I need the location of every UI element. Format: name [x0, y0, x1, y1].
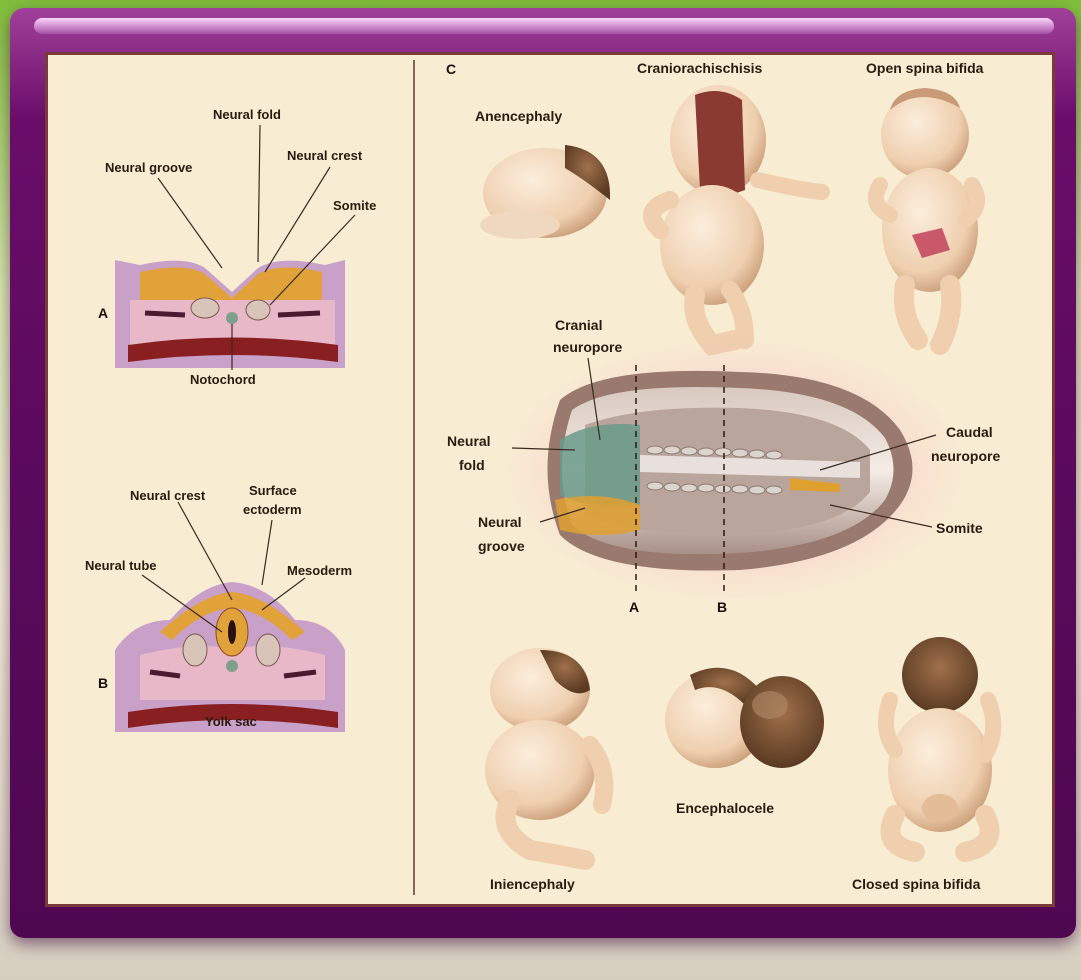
- label-c-neural-fold-2: fold: [459, 457, 485, 473]
- iniencephaly-illustration: [485, 648, 604, 860]
- anencephaly-illustration: [480, 145, 610, 239]
- label-b-surface-ectoderm-2: ectoderm: [243, 502, 302, 517]
- label-caudal-neuropore-2: neuropore: [931, 448, 1000, 464]
- label-c-neural-groove-1: Neural: [478, 514, 522, 530]
- craniorachischisis-illustration: [652, 85, 822, 345]
- label-cranial-neuropore-1: Cranial: [555, 317, 602, 333]
- closed-spina-bifida-illustration: [886, 637, 993, 852]
- panel-letter-c: C: [446, 61, 456, 77]
- open-spina-bifida-illustration: [876, 88, 978, 345]
- label-a-neural-fold: Neural fold: [213, 107, 281, 122]
- label-a-somite: Somite: [333, 198, 376, 213]
- label-b-mesoderm: Mesoderm: [287, 563, 352, 578]
- label-a-neural-crest: Neural crest: [287, 148, 363, 163]
- label-b-neural-crest: Neural crest: [130, 488, 206, 503]
- label-caudal-neuropore-1: Caudal: [946, 424, 993, 440]
- label-a-notochord: Notochord: [190, 372, 256, 387]
- label-closed-spina-bifida: Closed spina bifida: [852, 876, 981, 892]
- label-c-somite: Somite: [936, 520, 983, 536]
- section-line-b-label: B: [717, 599, 727, 615]
- label-b-neural-tube: Neural tube: [85, 558, 157, 573]
- encephalocele-illustration: [665, 668, 824, 768]
- label-craniorachischisis: Craniorachischisis: [637, 60, 762, 76]
- label-a-neural-groove: Neural groove: [105, 160, 192, 175]
- label-b-yolk-sac: Yolk sac: [205, 714, 257, 729]
- panel-letter-a: A: [98, 305, 108, 321]
- label-c-neural-fold-1: Neural: [447, 433, 491, 449]
- section-a-crosssection: [115, 260, 345, 368]
- label-open-spina-bifida: Open spina bifida: [866, 60, 984, 76]
- label-b-surface-ectoderm-1: Surface: [249, 483, 297, 498]
- label-encephalocele: Encephalocele: [676, 800, 774, 816]
- label-cranial-neuropore-2: neuropore: [553, 339, 622, 355]
- label-c-neural-groove-2: groove: [478, 538, 525, 554]
- embryo-illustration: [505, 340, 965, 600]
- label-anencephaly: Anencephaly: [475, 108, 562, 124]
- section-line-a-label: A: [629, 599, 639, 615]
- section-b-crosssection: [115, 582, 345, 732]
- panel-letter-b: B: [98, 675, 108, 691]
- label-iniencephaly: Iniencephaly: [490, 876, 575, 892]
